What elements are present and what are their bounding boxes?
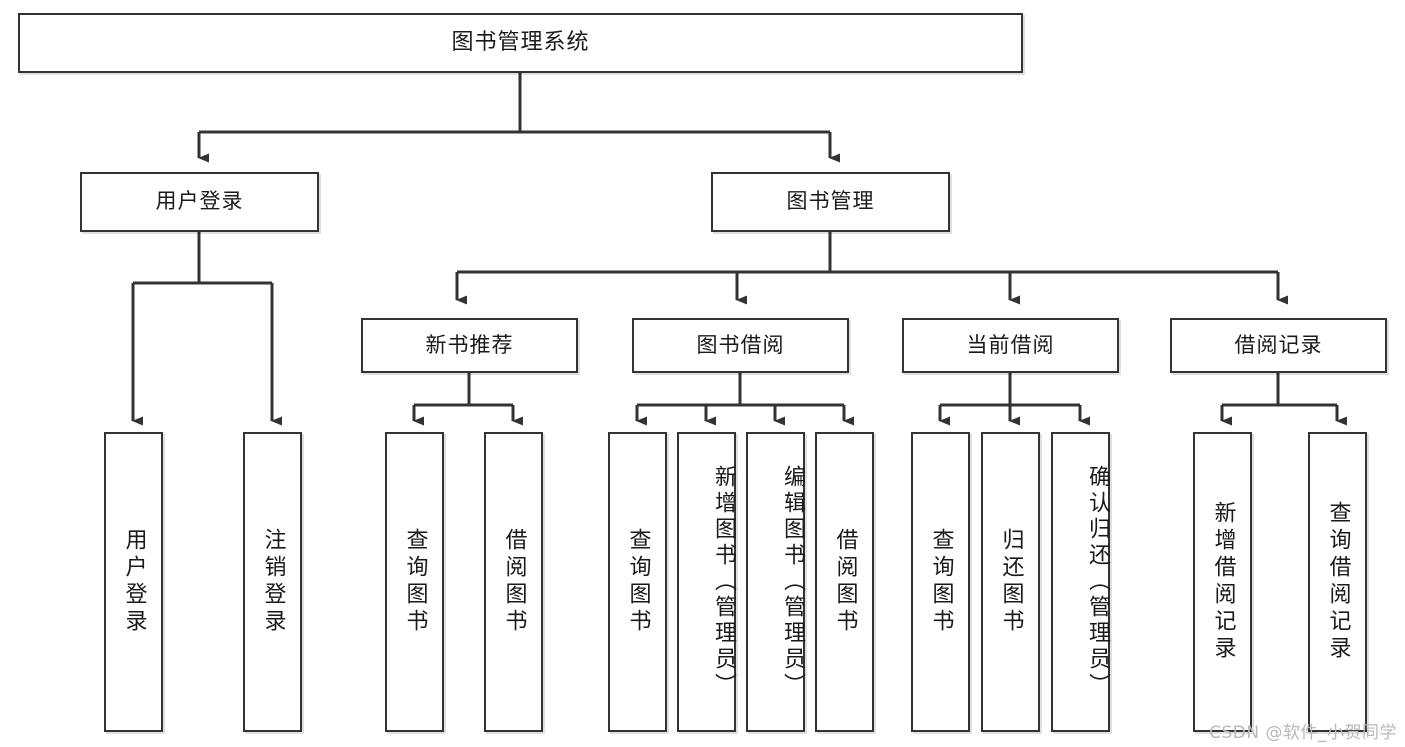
leaf-book-borrow-edit[interactable]: 编辑图书（管理员） [746, 432, 805, 732]
csdn-watermark: CSDN @软件_小贺同学 [1209, 723, 1397, 743]
node-root[interactable]: 图书管理系统 [18, 13, 1023, 73]
leaf-borrow-record-add[interactable]: 新增借阅记录 [1193, 432, 1252, 732]
node-borrow-record[interactable]: 借阅记录 [1170, 318, 1387, 373]
leaf-new-book-borrow[interactable]: 借阅图书 [484, 432, 543, 732]
node-book-manage[interactable]: 图书管理 [711, 172, 950, 232]
leaf-current-borrow-query[interactable]: 查询图书 [911, 432, 970, 732]
node-user-login[interactable]: 用户登录 [80, 172, 319, 232]
leaf-book-borrow-borrow[interactable]: 借阅图书 [815, 432, 874, 732]
leaf-user-login-logout[interactable]: 注销登录 [243, 432, 302, 732]
leaf-book-borrow-query[interactable]: 查询图书 [608, 432, 667, 732]
leaf-current-borrow-confirm-return[interactable]: 确认归还（管理员） [1051, 432, 1110, 732]
leaf-current-borrow-return[interactable]: 归还图书 [981, 432, 1040, 732]
leaf-borrow-record-query[interactable]: 查询借阅记录 [1308, 432, 1367, 732]
leaf-book-borrow-add[interactable]: 新增图书（管理员） [677, 432, 736, 732]
leaf-new-book-query[interactable]: 查询图书 [385, 432, 444, 732]
node-current-borrow[interactable]: 当前借阅 [902, 318, 1119, 373]
node-new-book-recommend[interactable]: 新书推荐 [361, 318, 578, 373]
leaf-user-login-login[interactable]: 用户登录 [104, 432, 163, 732]
node-book-borrow[interactable]: 图书借阅 [632, 318, 849, 373]
